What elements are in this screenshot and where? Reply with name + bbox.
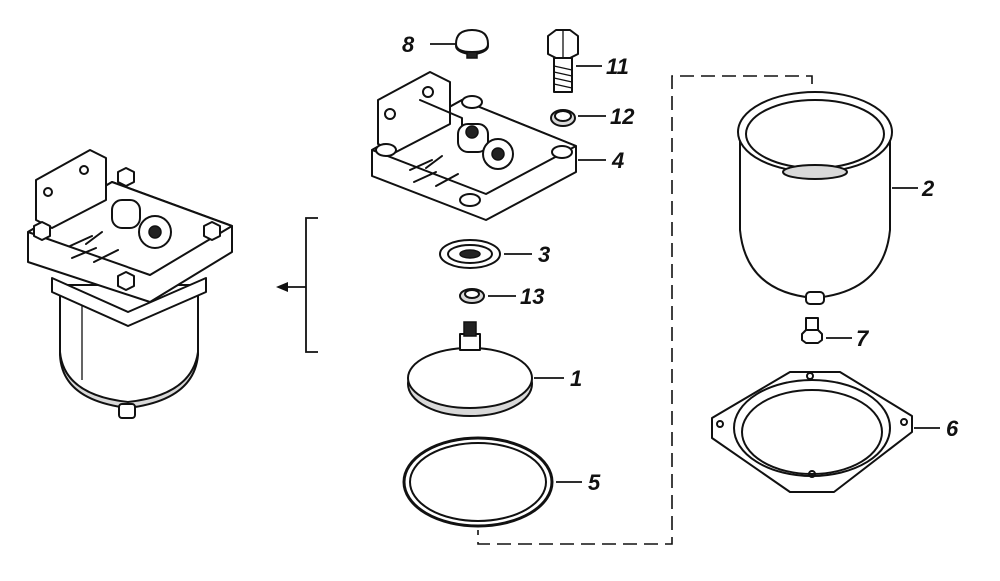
- part-7-drain-screw: [801, 317, 823, 344]
- callout-3: 3: [538, 242, 550, 267]
- part-1-filter-element: [407, 321, 533, 417]
- assembled-fuel-filter: [27, 149, 233, 419]
- leader-lines: [430, 43, 940, 483]
- assembly-path-dashed: [477, 75, 813, 545]
- callout-12: 12: [610, 104, 635, 129]
- callout-5: 5: [588, 470, 601, 495]
- part-8-cap: [455, 29, 489, 59]
- callout-2: 2: [921, 176, 935, 201]
- part-12-washer: [550, 109, 576, 127]
- part-11-bolt: [547, 29, 579, 93]
- part-5-gasket: [402, 436, 554, 528]
- assembly-bracket-arrow: [276, 217, 318, 353]
- callout-11: 11: [606, 54, 629, 79]
- callout-labels: 8 11 12 4 3 13 1 5 2 7 6: [402, 32, 959, 495]
- part-2-bowl: [737, 91, 893, 305]
- callout-4: 4: [611, 148, 624, 173]
- callout-6: 6: [946, 416, 959, 441]
- part-3-seal: [439, 239, 501, 269]
- callout-8: 8: [402, 32, 415, 57]
- part-6-flange: [711, 371, 913, 493]
- part-13-washer: [459, 288, 485, 304]
- callout-7: 7: [856, 326, 870, 351]
- callout-1: 1: [570, 366, 582, 391]
- part-4-filter-head: [371, 71, 577, 221]
- callout-13: 13: [520, 284, 544, 309]
